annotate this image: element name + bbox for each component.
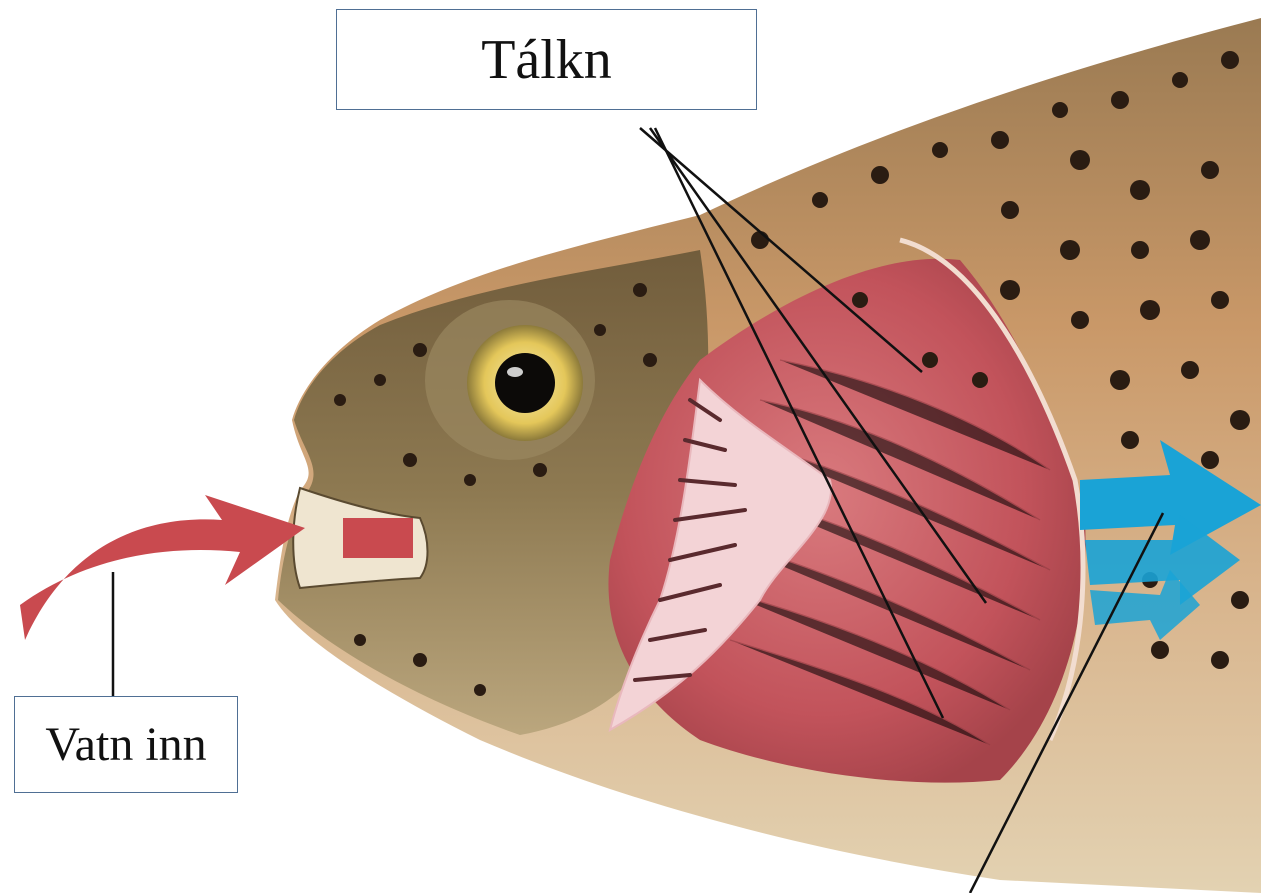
water-in-arrow [20, 495, 305, 640]
fish-eye [425, 300, 595, 460]
water-in-arrow-tail [343, 518, 413, 558]
label-water-in: Vatn inn [14, 696, 238, 793]
label-gills: Tálkn [336, 9, 757, 110]
